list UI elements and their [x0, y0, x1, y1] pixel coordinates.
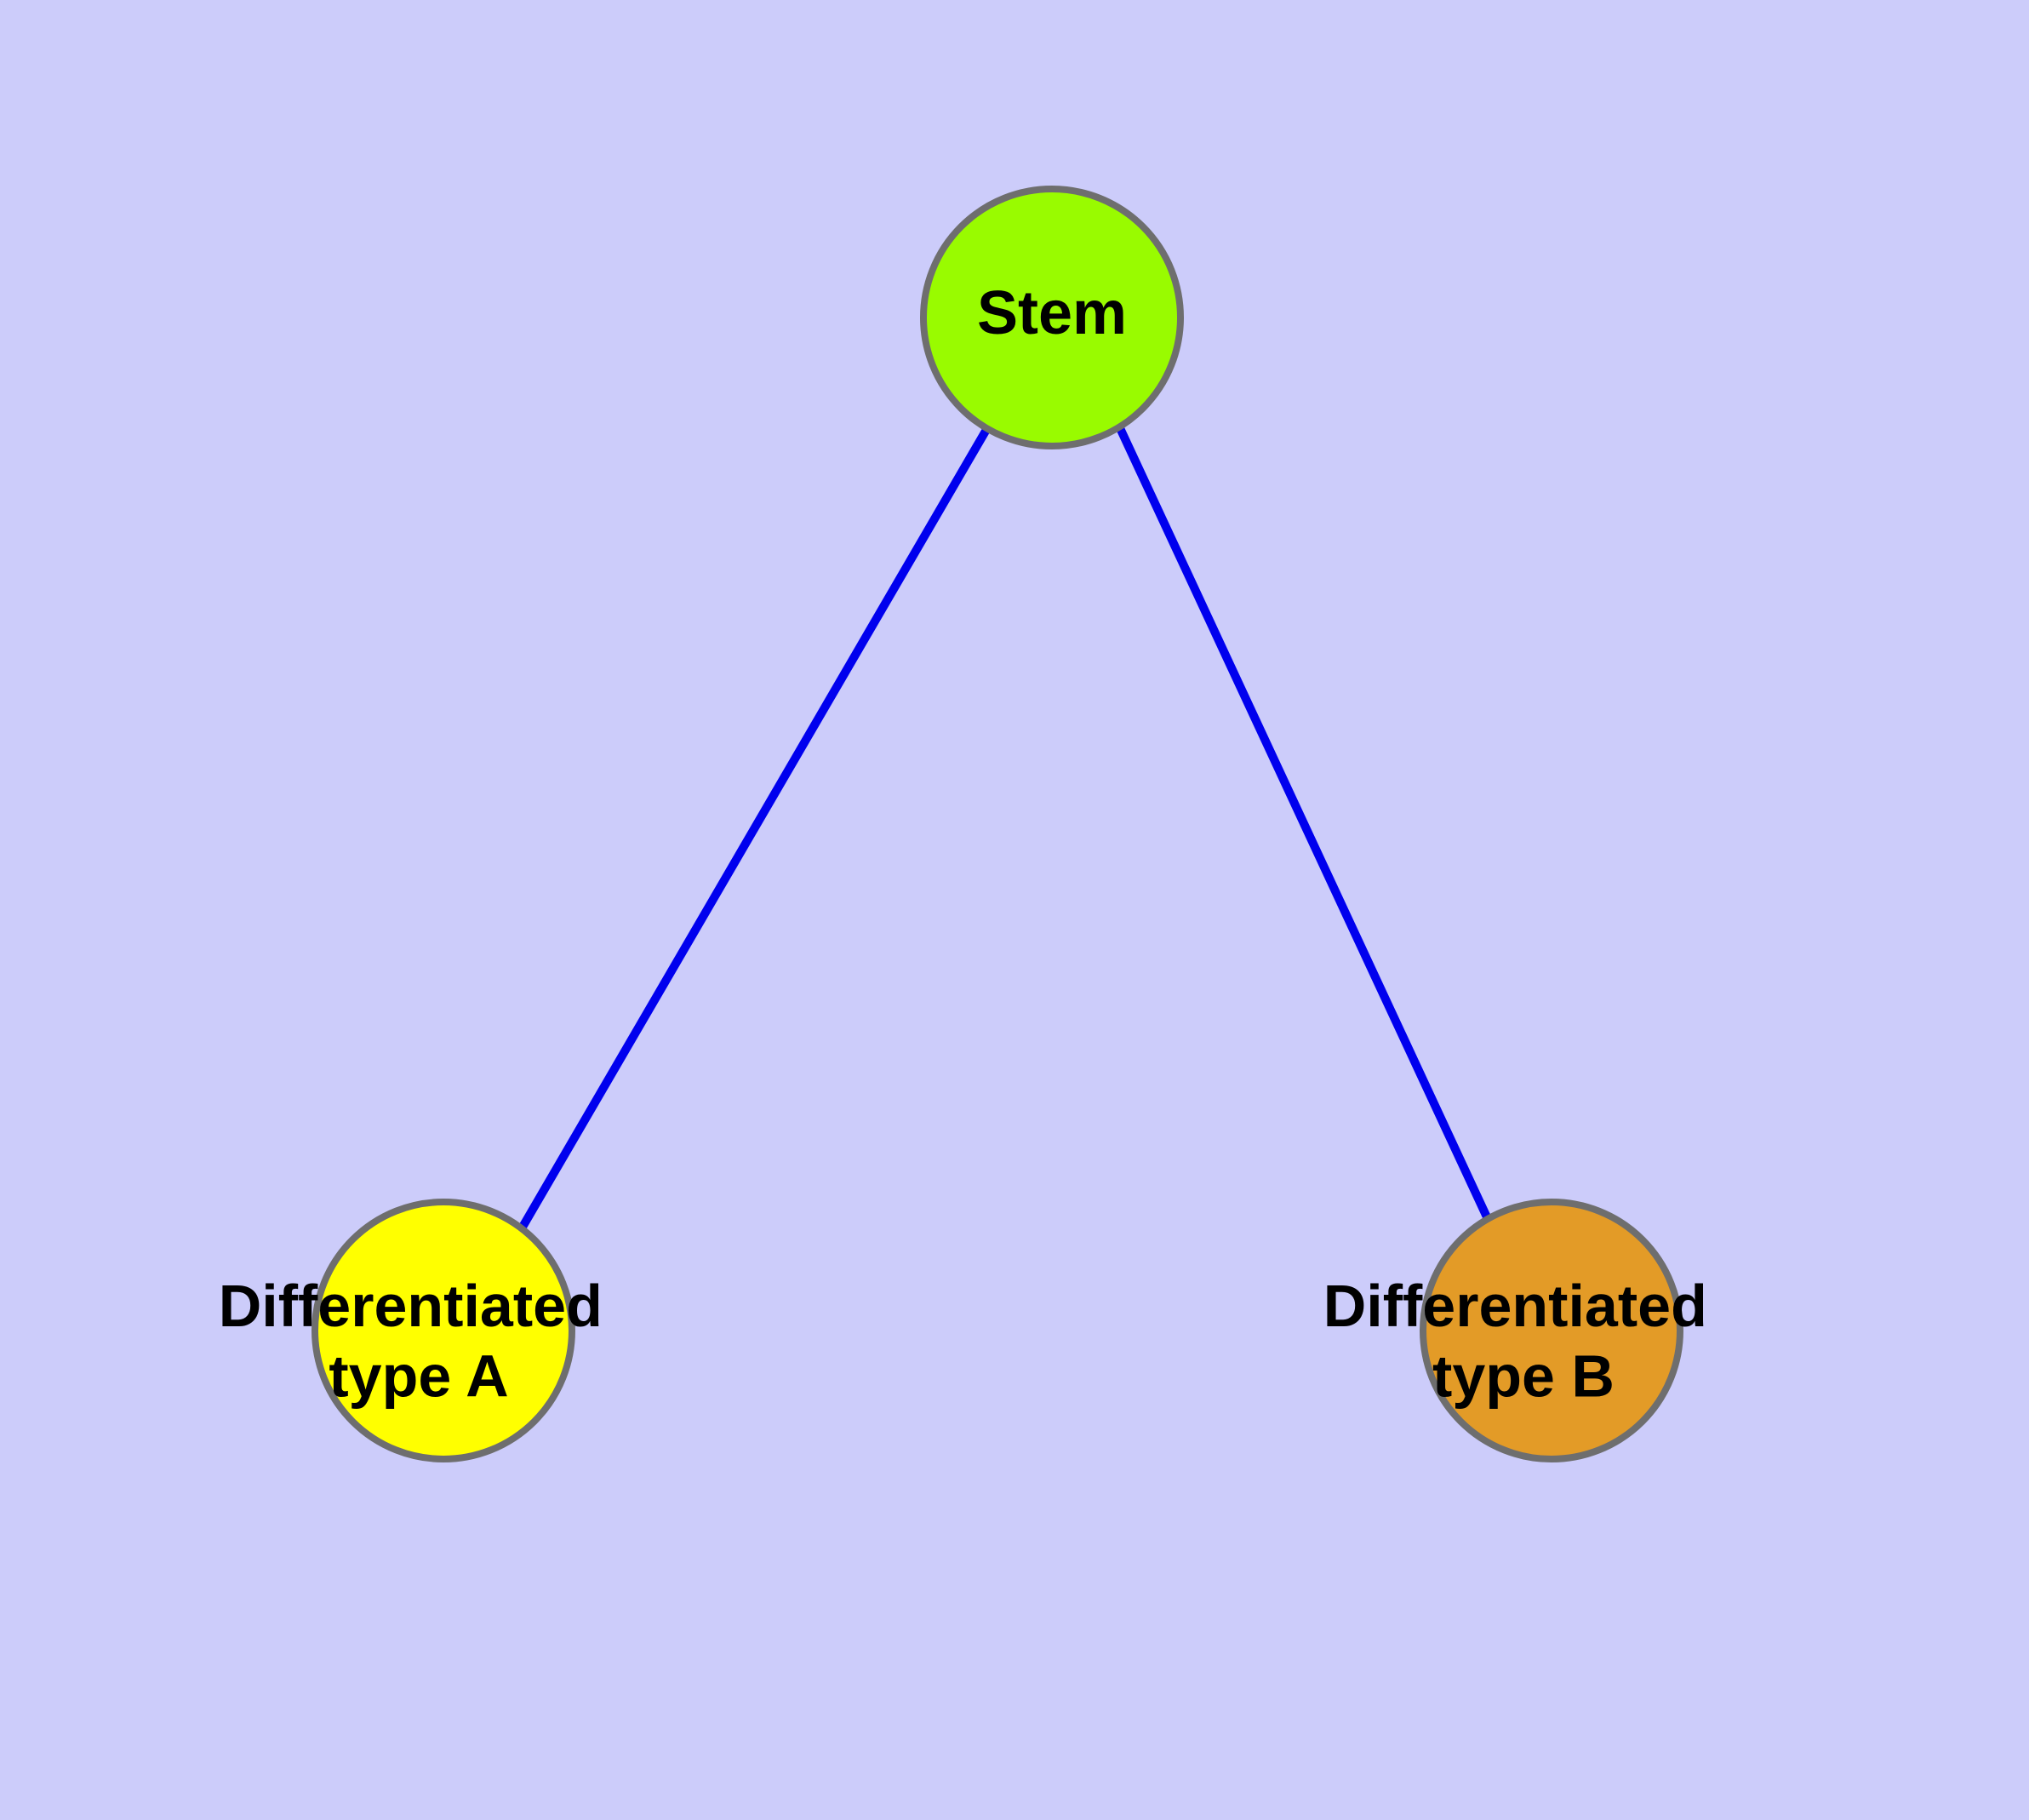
- node-differentiated-type-a-label-line1: Differentiated: [219, 1273, 603, 1339]
- node-differentiated-type-a-label-line2: type A: [329, 1343, 508, 1410]
- node-stem[interactable]: [920, 186, 1184, 449]
- edge-layer: [517, 424, 1493, 1233]
- node-stem-circle[interactable]: [920, 186, 1184, 449]
- node-differentiated-type-a-label: Differentiated type A: [219, 1273, 620, 1410]
- node-differentiated-type-b-label: Differentiated type B: [1323, 1273, 1724, 1410]
- edge-stem-to-diff-b[interactable]: [1116, 424, 1493, 1225]
- node-stem-label-line1: Stem: [977, 279, 1127, 347]
- node-differentiated-type-b[interactable]: [1420, 1199, 1683, 1462]
- node-stem-label: Stem: [977, 279, 1127, 347]
- label-layer: Stem Differentiated type A Differentiate…: [219, 279, 1724, 1410]
- edge-stem-to-diff-a[interactable]: [517, 424, 992, 1233]
- node-layer: [311, 186, 1683, 1462]
- node-differentiated-type-a[interactable]: [311, 1199, 575, 1462]
- node-differentiated-type-b-label-line1: Differentiated: [1323, 1273, 1707, 1339]
- node-differentiated-type-b-label-line2: type B: [1432, 1343, 1615, 1410]
- node-differentiated-type-a-circle[interactable]: [311, 1199, 575, 1462]
- node-differentiated-type-b-circle[interactable]: [1420, 1199, 1683, 1462]
